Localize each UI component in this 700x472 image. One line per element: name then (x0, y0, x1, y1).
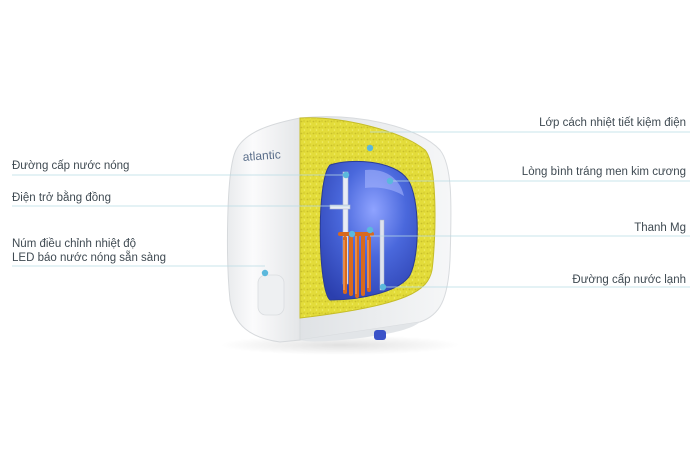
leader-lines (12, 131, 690, 288)
dot-insulation (366, 144, 374, 152)
label-tank-lining: Lòng bình tráng men kim cương (521, 166, 686, 178)
label-copper-heater: Điện trở bằng đồng (12, 192, 111, 204)
mg-rod (379, 219, 385, 291)
dot-temp-knob (261, 269, 269, 277)
label-mg-rod: Thanh Mg (634, 222, 686, 234)
label-hot-water-line: Đường cấp nước nóng (12, 160, 130, 172)
copper-heater-element (338, 232, 374, 298)
label-temp-knob: Núm điều chỉnh nhiệt độ (12, 238, 137, 250)
brand-logo: atlantic (242, 147, 281, 164)
label-cold-water-line: Đường cấp nước lạnh (572, 274, 686, 286)
pipe-bend (329, 204, 351, 210)
dot-cold-water (379, 283, 387, 291)
tank-highlight (365, 169, 404, 196)
label-led-ready: LED báo nước nóng sẵn sàng (12, 252, 166, 264)
dot-tank (386, 177, 394, 185)
dot-mg (366, 226, 374, 234)
copper-heater-shine (343, 236, 369, 294)
dot-copper (348, 230, 356, 238)
control-panel (257, 274, 285, 316)
dot-hot-water (342, 171, 350, 179)
callout-dots (261, 144, 394, 291)
label-insulation: Lớp cách nhiệt tiết kiệm điện (539, 117, 686, 129)
heater-bottom-lip (300, 322, 420, 342)
cold-water-outlet (374, 330, 386, 340)
